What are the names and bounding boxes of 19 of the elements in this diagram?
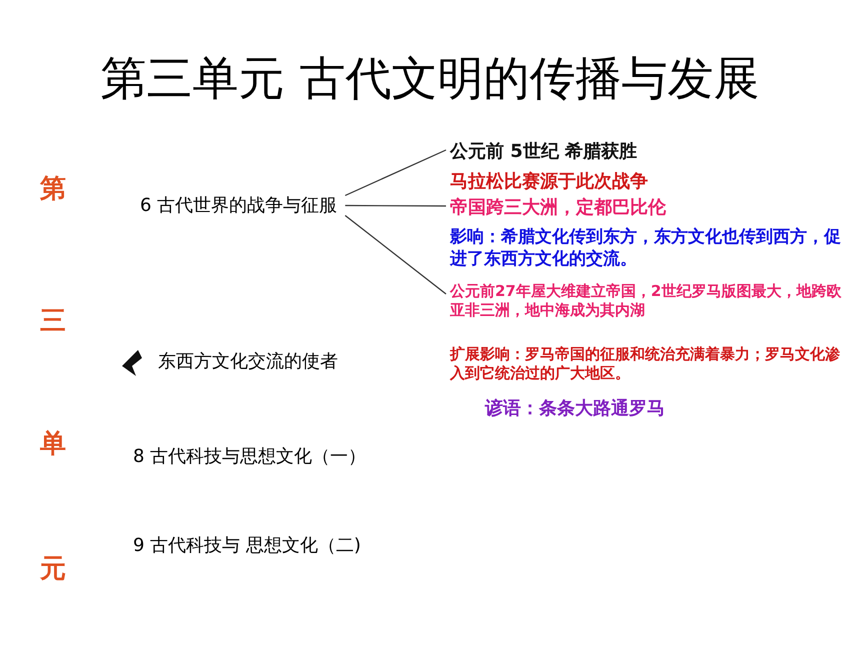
note-text: 扩展影响：罗马帝国的征服和统治充满着暴力；罗马文化渗入到它统治过的广大地区。: [450, 345, 841, 383]
topic-text: 6 古代世界的战争与征服: [140, 192, 338, 219]
note-text: 谚语：条条大路通罗马: [485, 397, 665, 421]
vertical-unit-heading-char: 元: [40, 553, 66, 586]
note-text: 马拉松比赛源于此次战争: [450, 170, 648, 194]
vertical-unit-heading-char: 三: [40, 305, 66, 338]
vertical-unit-heading-char: 第: [40, 173, 66, 206]
connector-line: [345, 204, 446, 207]
note-text: 影响：希腊文化传到东方，东方文化也传到西方，促进了东西方文化的交流。: [450, 226, 842, 270]
chapter-heading: 8 古代科技与思想文化（一）: [133, 445, 366, 469]
chapter-heading: 东西方文化交流的使者: [158, 350, 338, 374]
topic-text: 帝国跨三大洲，定都巴比伦: [450, 194, 666, 221]
topic-text: 公元前27年屋大维建立帝国，2世纪罗马版图最大，地跨欧亚非三洲，地中海成为其内湖: [450, 282, 845, 320]
chapter-heading: 9 古代科技与 思想文化（二): [133, 534, 361, 558]
connector-line: [344, 215, 446, 294]
slide-title: 第三单元 古代文明的传播与发展: [100, 50, 760, 107]
connector-line: [344, 149, 446, 196]
vertical-unit-heading-char: 单: [40, 428, 66, 461]
topic-text: 公元前 5世纪 希腊获胜: [450, 138, 638, 165]
